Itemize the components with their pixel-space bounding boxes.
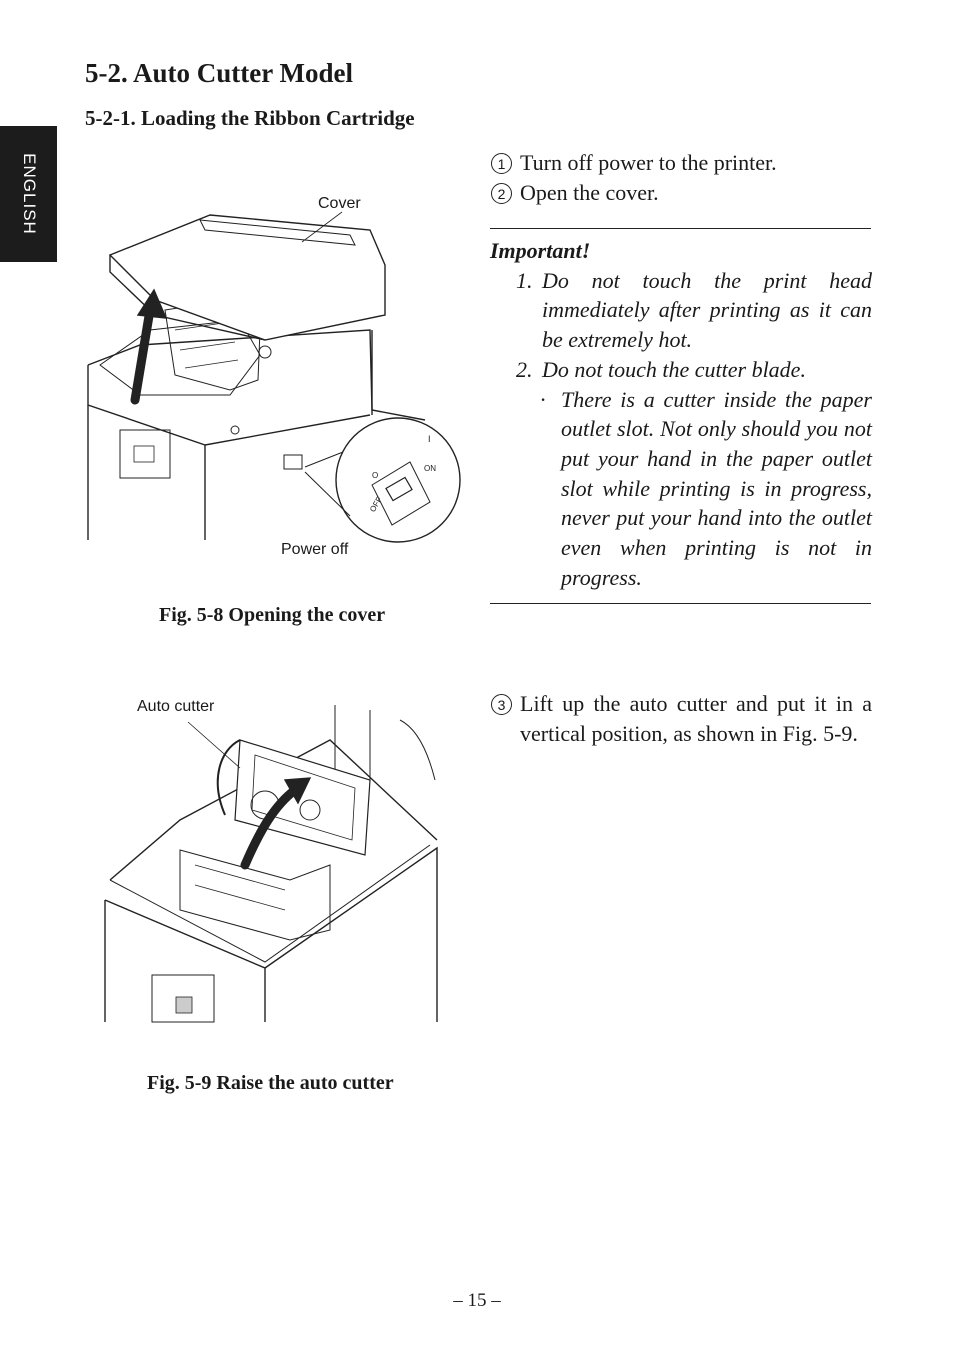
step-3: 3 Lift up the auto cutter and put it in … <box>490 689 872 749</box>
step-2-text: Open the cover. <box>520 180 659 205</box>
switch-label-on: ON <box>424 464 436 473</box>
step-number-1: 1 <box>491 153 512 174</box>
divider-bottom <box>490 603 871 604</box>
label-auto-cutter: Auto cutter <box>137 698 215 715</box>
important-item-1: 1. Do not touch the print head immediate… <box>490 266 872 355</box>
important-sub-note: · There is a cutter inside the paper out… <box>490 385 872 593</box>
important-title: Important! <box>490 238 591 263</box>
important-item-2: 2. Do not touch the cutter blade. <box>490 355 872 385</box>
step-2: 2 Open the cover. <box>490 178 872 208</box>
step-number-2: 2 <box>491 183 512 204</box>
figure-5-8-caption: Fig. 5-8 Opening the cover <box>159 604 386 626</box>
switch-label-i: I <box>428 434 431 444</box>
figure-opening-cover <box>87 211 461 543</box>
important-item-1-number: 1. <box>516 267 533 293</box>
important-item-2-text: Do not touch the cutter blade. <box>542 356 806 382</box>
step-1: 1 Turn off power to the printer. <box>490 148 872 178</box>
divider-top <box>490 228 871 229</box>
important-item-1-text: Do not touch the print head immediately … <box>542 267 872 353</box>
figure-5-9-caption: Fig. 5-9 Raise the auto cutter <box>147 1072 394 1094</box>
sub-note-bullet: · <box>540 386 546 412</box>
label-cover: Cover <box>318 195 361 212</box>
label-power-off: Power off <box>281 541 349 558</box>
page-number: – 15 – <box>453 1290 501 1311</box>
important-item-2-number: 2. <box>516 356 533 382</box>
sub-note-text: There is a cutter inside the paper outle… <box>561 386 872 590</box>
steps-list: 1 Turn off power to the printer. 2 Open … <box>490 148 872 208</box>
step-3-text: Lift up the auto cutter and put it in a … <box>520 691 872 746</box>
switch-label-o: O <box>372 471 379 480</box>
section-heading: 5-2. Auto Cutter Model <box>85 58 353 88</box>
step-1-text: Turn off power to the printer. <box>520 150 777 175</box>
important-notice: Important! 1. Do not touch the print hea… <box>490 236 872 592</box>
subsection-heading: 5-2-1. Loading the Ribbon Cartridge <box>85 106 415 130</box>
step-number-3: 3 <box>491 694 512 715</box>
language-side-tab: ENGLISH <box>0 126 57 262</box>
figure-raise-auto-cutter <box>104 705 438 1023</box>
side-tab-label: ENGLISH <box>19 153 39 235</box>
